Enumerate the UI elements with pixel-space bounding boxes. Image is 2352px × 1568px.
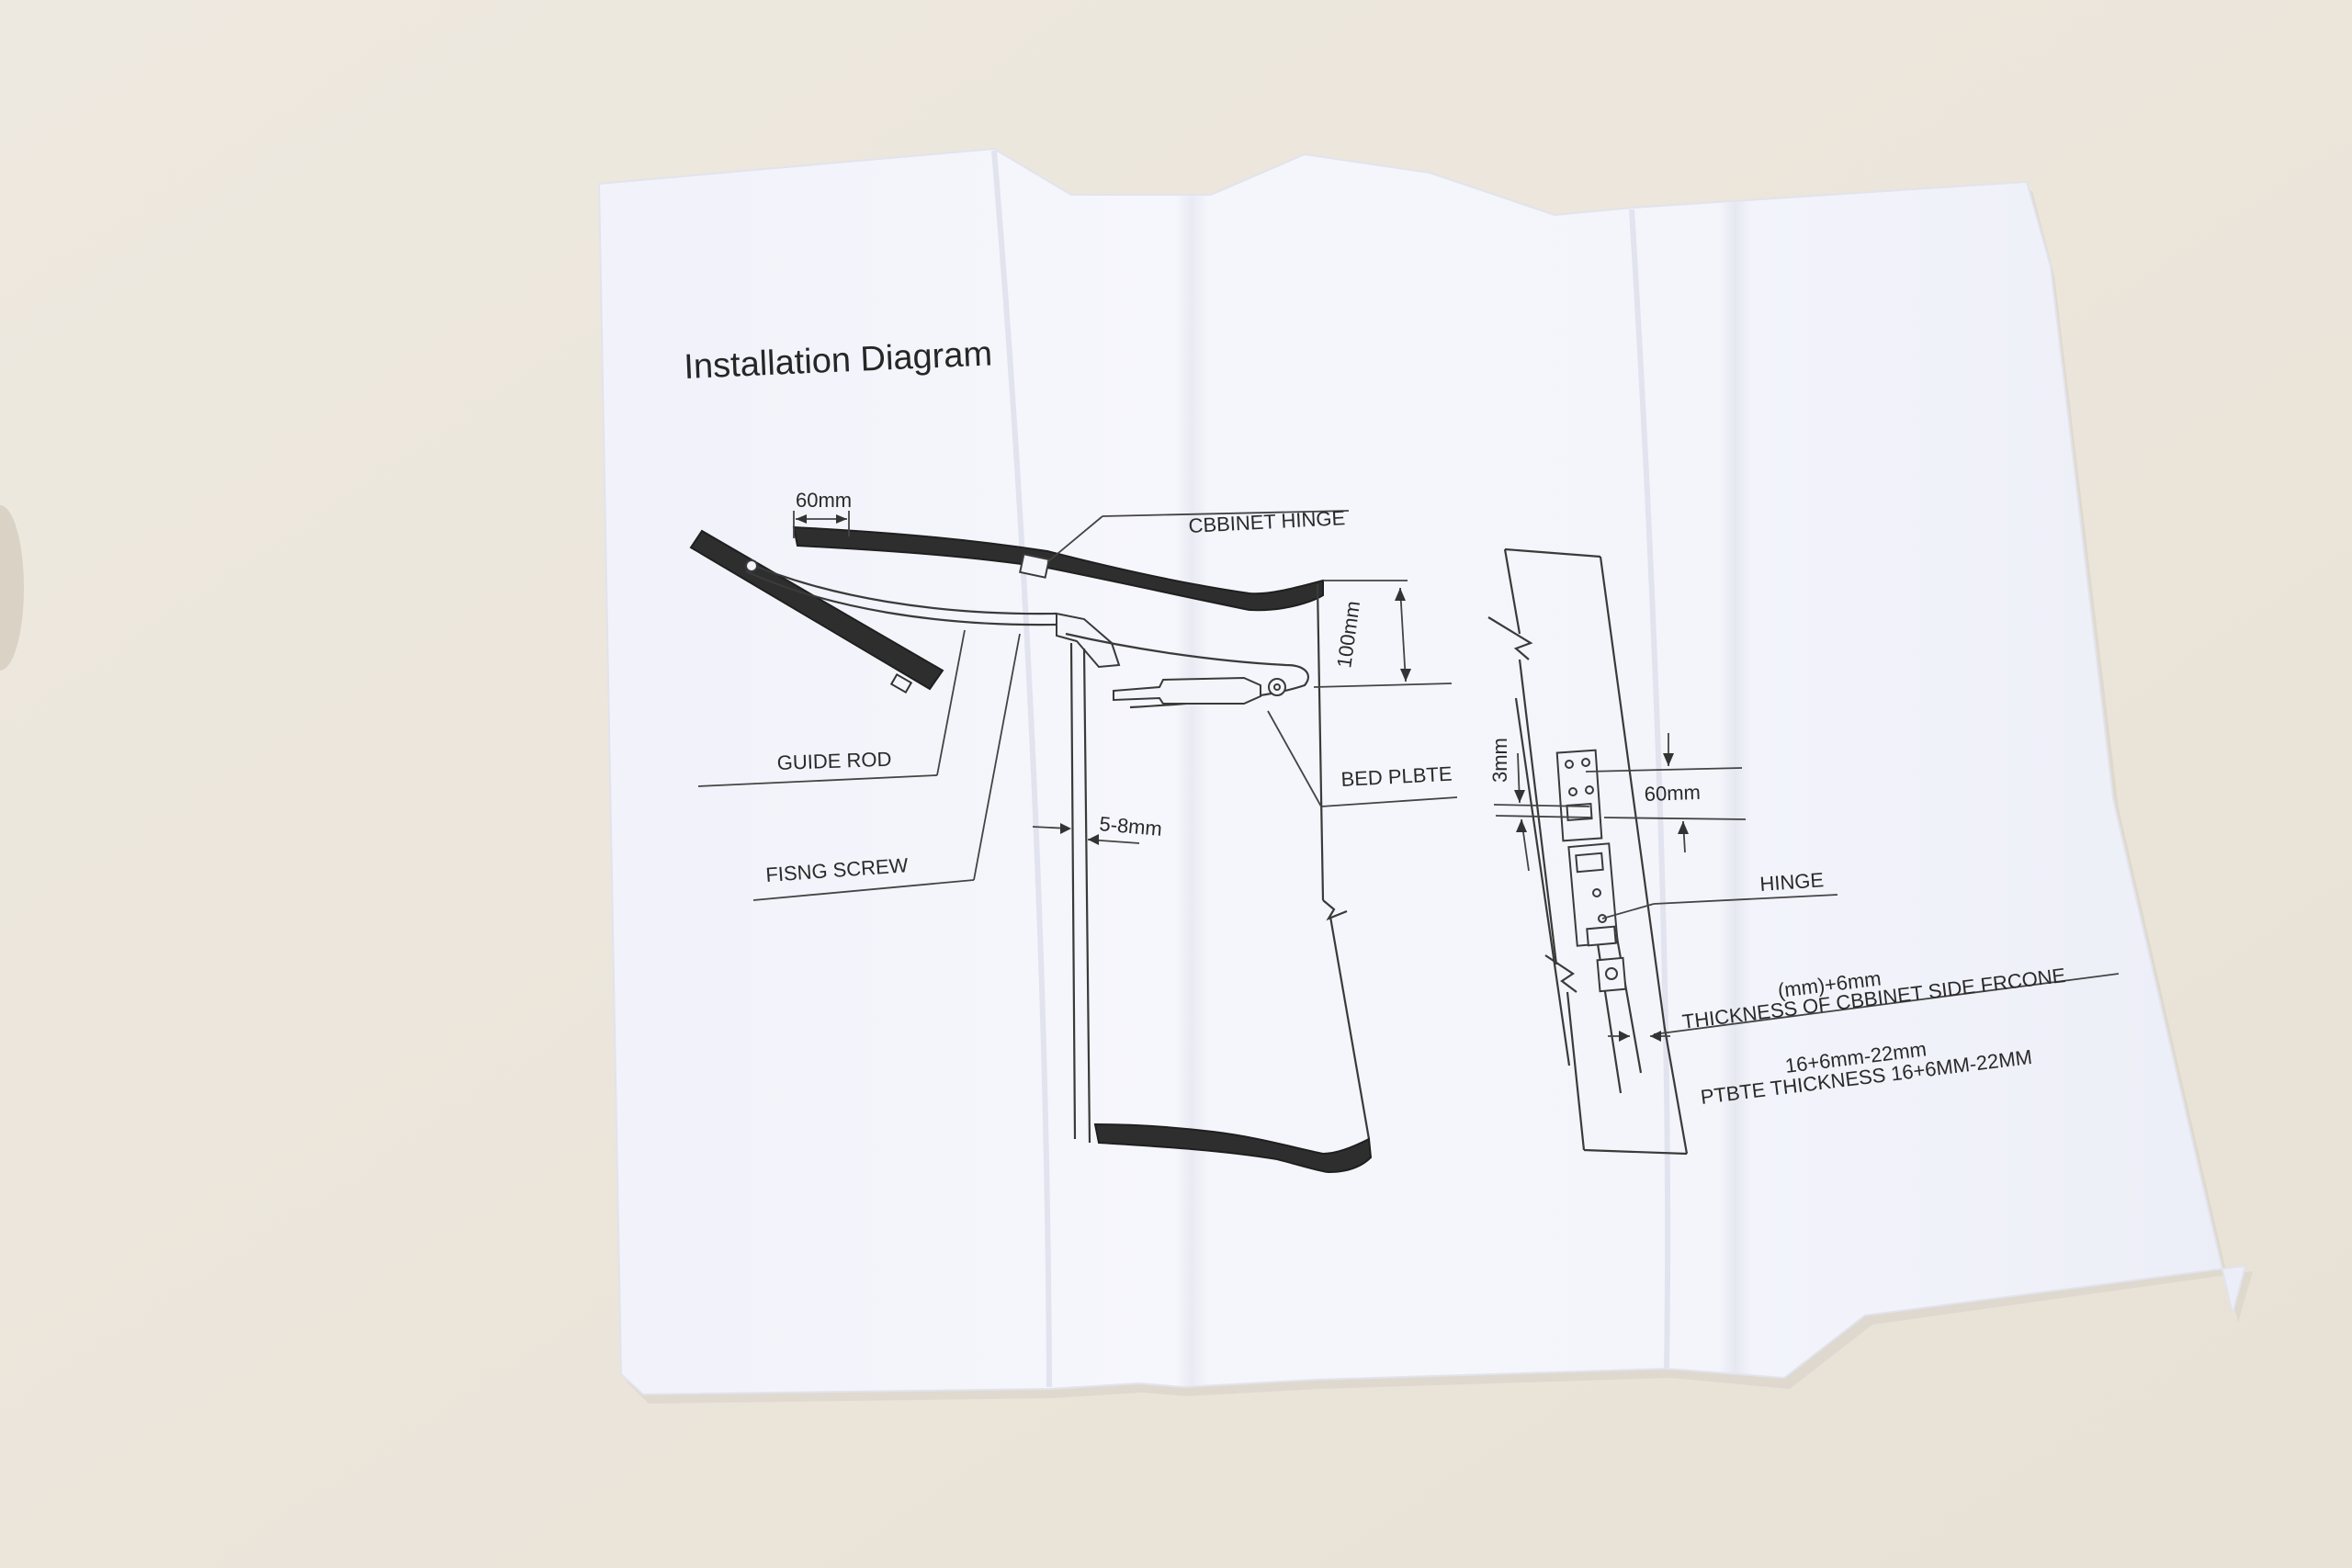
background-shadow [0, 505, 24, 671]
dim-5-8mm-arrow-left [1060, 823, 1071, 834]
guide-rod-label: GUIDE ROD [776, 748, 891, 774]
dim-3mm-label: 3mm [1488, 738, 1511, 783]
dim-100mm-arrow-top [1395, 588, 1406, 601]
side-column-left-bottom [1566, 991, 1586, 1151]
fixing-screw-leader-tail [752, 879, 975, 901]
dim-60mm-arrow-right [836, 514, 847, 524]
hinge-slot-1 [1566, 803, 1593, 821]
thickness-cabinet-underline [1653, 973, 2120, 1035]
dim-3mm-bottom-line [1495, 815, 1592, 818]
side-column-top [1504, 547, 1601, 558]
dim-60mm-arrow-left [796, 514, 807, 524]
side-panel-left-line [1069, 642, 1077, 1140]
cabinet-hinge-body [1019, 553, 1050, 579]
fold-crease-left [991, 150, 1052, 1388]
cabinet-bottom-board [1093, 1122, 1373, 1174]
dim-60mm-side-bottom-line [1603, 817, 1747, 820]
gas-strut-eye-inner [1273, 683, 1281, 691]
fixing-screw-leader [973, 633, 1021, 881]
dim-3mm-arrow-top [1514, 790, 1525, 803]
side-panel-right-line [1316, 583, 1325, 901]
gas-strut [1113, 676, 1261, 705]
mechanism-bracket [1056, 612, 1121, 669]
hinge-plate-upper [1555, 749, 1603, 842]
dim-100mm-arrow-bottom [1400, 669, 1411, 682]
left-drawing: 60mm CBBINET HINGE 100mm G [689, 489, 1458, 1174]
plate-thickness-arrow-right [1650, 1031, 1661, 1042]
bed-plate-leader-tail [1320, 796, 1458, 807]
cabinet-hinge-leader-tail [1102, 510, 1350, 517]
fold-crease-right [1629, 209, 1671, 1370]
dim-60mm-side-arrow-top [1663, 753, 1674, 766]
hinge-hole-5 [1592, 888, 1601, 897]
cabinet-hinge-leader [1046, 515, 1103, 563]
side-panel-inner-line [1082, 648, 1091, 1144]
hinge-label: HINGE [1759, 868, 1825, 896]
bed-plate-leader [1267, 710, 1322, 807]
side-column-bottom [1583, 1148, 1688, 1156]
hinge-bottom-hole [1605, 967, 1618, 980]
side-column-break-top [1487, 616, 1533, 660]
dim-100mm-line [1399, 587, 1407, 682]
side-panel-break [1322, 899, 1348, 921]
side-column-inner [1514, 697, 1571, 1066]
hinge-hole-3 [1568, 787, 1577, 796]
guide-rod [745, 560, 1057, 615]
hinge-hole-4 [1585, 785, 1594, 795]
side-column-break-bottom [1544, 954, 1577, 993]
dim-5-8mm-label: 5-8mm [1099, 812, 1163, 840]
paper-sheet [597, 147, 2247, 1396]
lid-screw [889, 672, 913, 694]
plate-thickness-arrow-left [1619, 1031, 1630, 1042]
dim-60mm-side-top-line [1585, 767, 1743, 773]
dim-3mm-top-line [1493, 804, 1590, 807]
hinge-leader-tail [1653, 894, 1838, 905]
dim-60mm-side-arrow-bottom [1678, 821, 1689, 834]
hinge-leader [1601, 903, 1655, 919]
side-column-left-lower [1518, 659, 1558, 965]
guide-rod-pivot [745, 559, 758, 572]
hinge-hole-2 [1581, 758, 1590, 767]
dim-100mm-bottom-line [1313, 682, 1453, 688]
dim-5-8mm-arrow-right [1088, 834, 1099, 845]
guide-rod-lower [745, 570, 1057, 626]
side-column-left-upper [1503, 548, 1521, 635]
hinge-slot-2 [1575, 852, 1604, 874]
dim-60mm-top-label: 60mm [796, 489, 852, 512]
side-column-right [1599, 556, 1689, 1155]
cabinet-top-board [792, 525, 1324, 612]
guide-rod-leader [936, 629, 966, 776]
hinge-slot-3 [1586, 925, 1617, 947]
dim-3mm-arrow-bottom [1516, 819, 1527, 832]
guide-rod-leader-tail [697, 774, 938, 787]
dim-60mm-side-label: 60mm [1644, 781, 1701, 806]
hinge-hole-1 [1565, 760, 1574, 769]
side-panel-right-lower [1329, 916, 1371, 1140]
